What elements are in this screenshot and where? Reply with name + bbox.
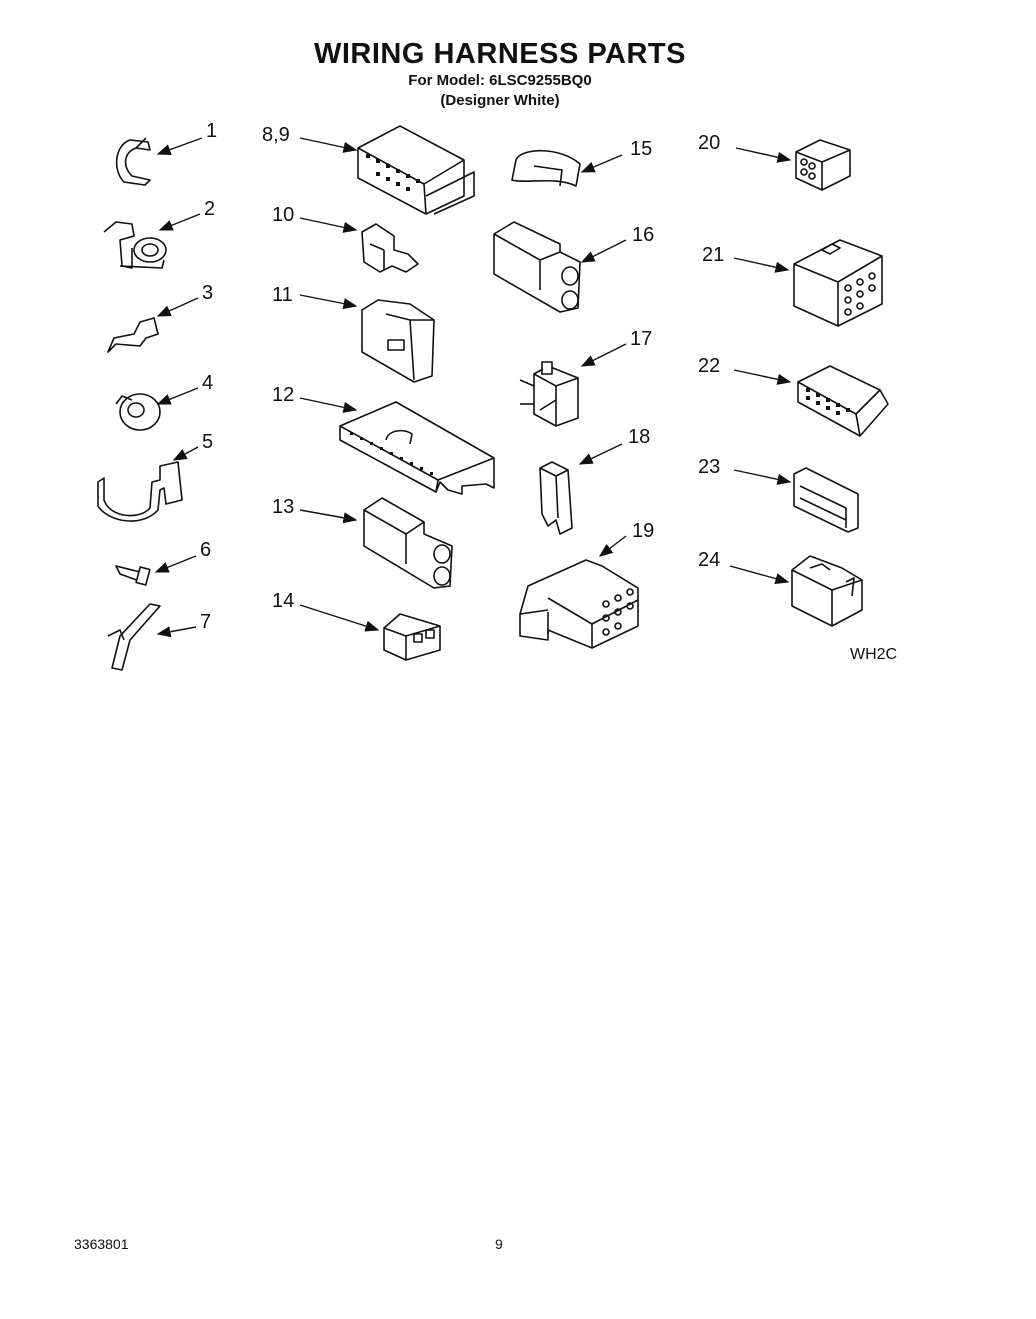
diagram-code: WH2C	[850, 646, 898, 663]
callout-20: 20	[698, 132, 721, 154]
callout-21: 21	[702, 244, 725, 266]
part-20-plug	[795, 139, 851, 191]
callout-7: 7	[200, 611, 212, 633]
callout-2: 2	[204, 198, 216, 220]
callout-24: 24	[698, 549, 721, 571]
callout-5: 5	[202, 431, 214, 453]
part-18-housing	[539, 461, 573, 535]
part-16-connector	[493, 221, 581, 313]
callout-15: 15	[630, 138, 653, 160]
part-10-terminal	[361, 223, 419, 273]
callout-23: 23	[698, 456, 721, 478]
part-15-sleeve	[511, 150, 581, 187]
color-line: (Designer White)	[440, 92, 560, 109]
callout-1: 1	[206, 120, 218, 142]
callout-19: 19	[632, 520, 655, 542]
part-8-9-connector	[357, 125, 475, 215]
part-3-clip	[107, 317, 159, 353]
leader-arrows	[154, 137, 792, 638]
callout-22: 22	[698, 355, 721, 377]
callout-18: 18	[628, 426, 651, 448]
part-7-bracket	[107, 603, 161, 671]
part-13-connector	[363, 497, 453, 589]
callout-17: 17	[630, 328, 653, 350]
part-24-block	[791, 555, 863, 627]
callout-14: 14	[272, 590, 295, 612]
part-5-clamp	[97, 461, 183, 522]
part-14-plug	[383, 613, 441, 661]
page-number: 9	[495, 1236, 503, 1252]
callout-4: 4	[202, 372, 214, 394]
doc-number: 3363801	[74, 1236, 129, 1252]
callout-8-9: 8,9	[262, 124, 290, 146]
part-12-strip	[339, 401, 495, 495]
part-11-connector	[361, 299, 435, 383]
part-4-ring	[115, 393, 161, 431]
callout-11: 11	[272, 284, 293, 306]
part-1-clip	[115, 137, 151, 186]
part-22-connector	[797, 365, 889, 437]
callout-10: 10	[272, 204, 295, 226]
part-17-block	[519, 361, 579, 427]
part-6-screw	[115, 565, 151, 586]
part-23-connector	[793, 467, 859, 533]
page-title: WIRING HARNESS PARTS	[314, 38, 686, 70]
callout-6: 6	[200, 539, 212, 561]
callout-13: 13	[272, 496, 295, 518]
model-line: For Model: 6LSC9255BQ0	[408, 72, 592, 89]
part-21-block	[793, 239, 883, 327]
callout-3: 3	[202, 282, 214, 304]
part-2-clamp	[103, 221, 167, 269]
callout-12: 12	[272, 384, 295, 406]
part-19-connector	[519, 559, 639, 649]
callout-16: 16	[632, 224, 655, 246]
